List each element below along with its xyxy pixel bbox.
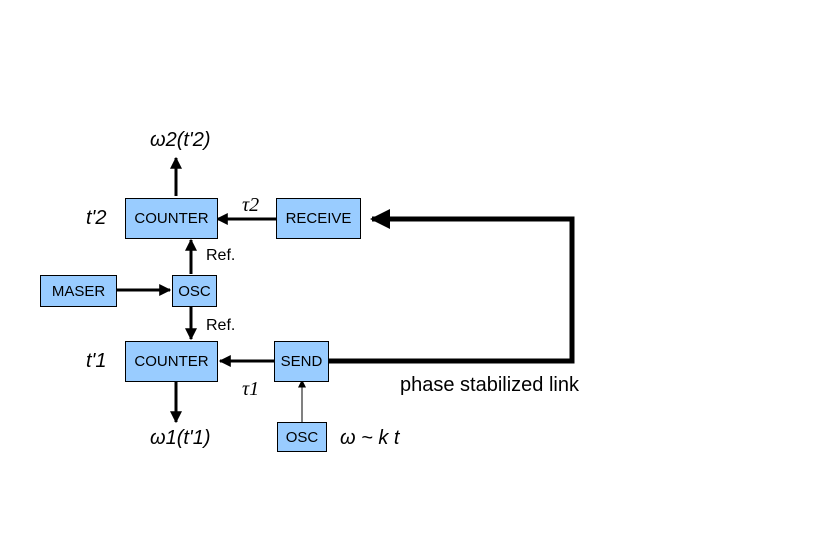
ref-bottom-label: Ref. (206, 317, 236, 334)
tau1-label: τ1 (242, 378, 260, 400)
ref-top-label: Ref. (206, 247, 236, 264)
t1-label: t'1 (86, 350, 107, 372)
phase-stabilized-link-line (329, 209, 575, 364)
tau2-label: τ2 (242, 194, 260, 216)
maser-box: MASER (40, 275, 117, 307)
omega-k-label: ω ~ k t (340, 427, 400, 449)
t2-label: t'2 (86, 207, 107, 229)
counter-bottom-box: COUNTER (125, 341, 218, 382)
osc-bottom-box: OSC (277, 422, 327, 452)
omega2-label: ω2(t'2) (150, 129, 211, 151)
send-box: SEND (274, 341, 329, 382)
receive-box: RECEIVE (276, 198, 361, 239)
counter-top-box: COUNTER (125, 198, 218, 239)
phase-stabilized-link-label: phase stabilized link (400, 374, 579, 396)
omega1-label: ω1(t'1) (150, 427, 211, 449)
osc-mid-box: OSC (172, 275, 217, 307)
